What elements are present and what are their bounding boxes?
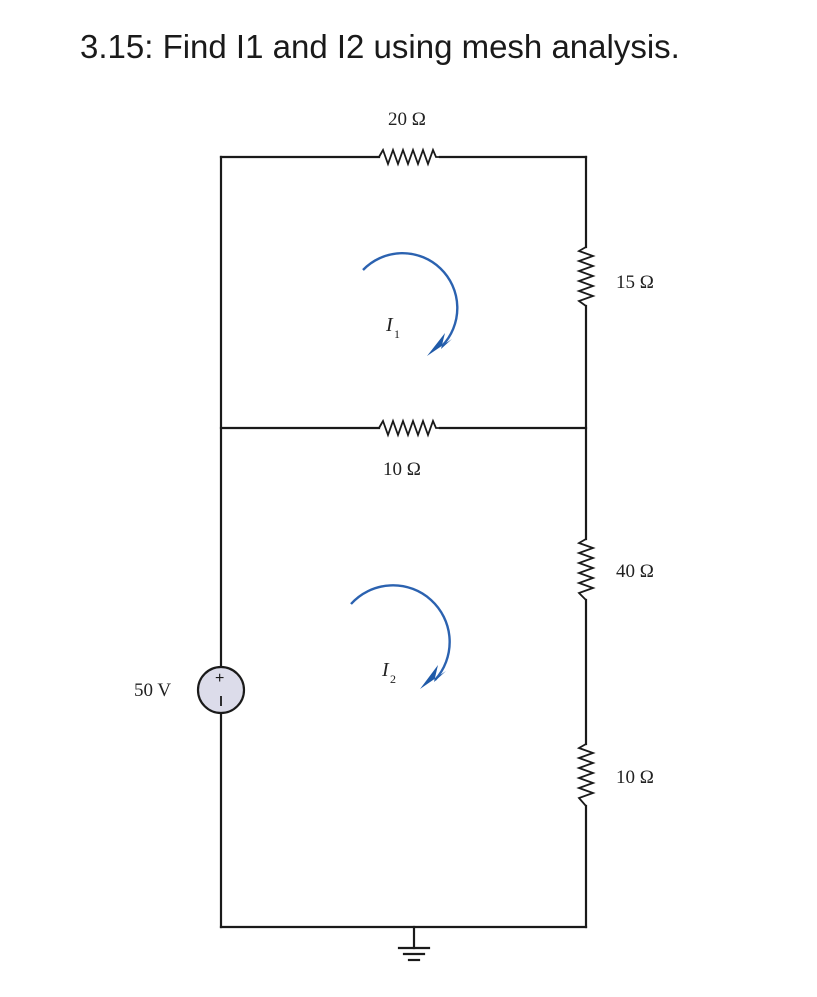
mesh-2-arrow xyxy=(350,584,451,681)
mesh-1-arrow xyxy=(362,252,459,347)
resistor-right-bottom xyxy=(576,743,596,807)
label-mesh-2: I xyxy=(381,659,390,681)
voltage-source: + 50 V xyxy=(134,665,246,715)
mesh-2-loop xyxy=(350,584,451,689)
label-r-right-bottom: 10 Ω xyxy=(616,767,654,788)
label-r-mid: 10 Ω xyxy=(383,459,421,480)
problem-title: 3.15: Find I1 and I2 using mesh analysis… xyxy=(80,28,680,65)
label-mesh-1: I xyxy=(385,314,394,336)
resistor-right-mid xyxy=(576,538,596,601)
label-r-right-top: 15 Ω xyxy=(616,272,654,293)
voltage-source-icon xyxy=(196,665,246,715)
mesh-1-loop xyxy=(362,252,459,356)
label-r-top: 20 Ω xyxy=(388,109,426,130)
label-source: 50 V xyxy=(134,680,171,701)
label-mesh-2-sub: 2 xyxy=(390,672,396,686)
label-r-right-mid: 40 Ω xyxy=(616,561,654,582)
label-mesh-1-sub: 1 xyxy=(394,327,400,341)
wires xyxy=(219,155,588,950)
plus-sign: + xyxy=(215,670,224,687)
mesh-1-arrowhead-icon xyxy=(427,333,452,356)
resistor-mid xyxy=(378,418,440,438)
resistor-right-top xyxy=(576,246,596,307)
mesh-2-arrowhead-icon xyxy=(420,665,446,689)
ground-icon xyxy=(397,946,431,962)
resistor-top xyxy=(378,147,440,167)
